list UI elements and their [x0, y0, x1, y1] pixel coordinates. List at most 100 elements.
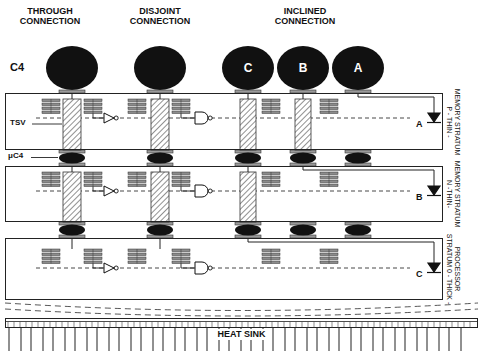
stack-part: [427, 113, 441, 123]
heat-sink-base: [206, 322, 207, 328]
stratum-circuit: [36, 166, 441, 222]
heat-sink-base: [380, 322, 381, 328]
bump-shape: [332, 46, 384, 90]
heat-sink-base: [308, 322, 309, 328]
tsv-label: TSV: [10, 119, 26, 128]
heat-sink-base: [122, 322, 123, 328]
heat-sink-base: [200, 322, 201, 328]
micro-bump: [59, 153, 371, 164]
heat-sink-base: [188, 322, 189, 328]
heat-sink-fin: [75, 328, 87, 351]
bump-letter: C: [244, 61, 253, 75]
stack-part: [5, 303, 478, 311]
heat-sink-fin: [97, 328, 109, 351]
heat-sink-fin: [339, 328, 351, 351]
heat-sink-base: [374, 322, 375, 328]
heat-sink-label: HEAT SINK: [214, 329, 270, 340]
heat-sink-base: [212, 322, 213, 328]
column-heading: INCLINED CONNECTION: [263, 7, 347, 27]
heat-sink-fin: [141, 328, 153, 351]
heat-sink-base: [446, 322, 447, 328]
heat-sink-base: [218, 322, 219, 328]
stack-part: [46, 46, 98, 90]
heat-sink-fin: [317, 328, 329, 351]
stack-part: [134, 46, 186, 90]
heat-sink-base: [314, 322, 315, 328]
heat-sink-base: [398, 322, 399, 328]
heat-sink-base: [20, 322, 21, 328]
heat-sink-base: [230, 322, 231, 328]
heat-sink-base: [404, 322, 405, 328]
heat-sink-base: [194, 322, 195, 328]
stratum-label: MEMORY STRATUM N -THIN-: [445, 158, 461, 230]
heat-sink-base: [248, 322, 249, 328]
bump-letter: B: [299, 61, 308, 75]
heat-sink-base: [458, 322, 459, 328]
heat-sink-base: [8, 322, 9, 328]
heat-sink-base: [158, 322, 159, 328]
heat-sink-base: [266, 322, 267, 328]
stack-part: [63, 99, 81, 150]
stratum-label: MEMORY STRATUM P - THIN -: [445, 86, 461, 158]
heat-sink-base: [356, 322, 357, 328]
heat-sink-base: [434, 322, 435, 328]
heat-sink-base: [116, 322, 117, 328]
heat-sink-base: [146, 322, 147, 328]
heat-sink-base: [470, 322, 471, 328]
heat-sink-base: [422, 322, 423, 328]
heat-sink-base: [344, 322, 345, 328]
heat-sink-fin: [295, 328, 307, 351]
heat-sink-base: [416, 322, 417, 328]
heat-sink-base: [38, 322, 39, 328]
bond-pad: [59, 150, 371, 153]
stratum-label: PROCESSOR STRATUM 0 - THICK -: [445, 233, 461, 305]
heat-sink-fin: [361, 328, 373, 351]
heat-sink-base: [32, 322, 33, 328]
heat-sink-base: [128, 322, 129, 328]
stack-part: [5, 309, 478, 316]
heat-sink-base: [368, 322, 369, 328]
heat-sink-base: [440, 322, 441, 328]
stack-part: [151, 172, 169, 222]
heat-sink-base: [362, 322, 363, 328]
heat-sink-fin: [185, 328, 197, 351]
heat-sink-fin: [53, 328, 65, 351]
heat-sink-base: [260, 322, 261, 328]
heat-sink-fin: [427, 328, 439, 351]
heat-sink-base: [392, 322, 393, 328]
stratum-circuit: [36, 238, 441, 274]
memory-stratum: MEMORY STRATUM N -THIN-: [5, 166, 443, 222]
microbump-label: μC4: [8, 152, 23, 161]
heat-sink-fin: [119, 328, 131, 351]
heat-sink-base: [86, 322, 87, 328]
c4-bump: [46, 46, 186, 90]
heat-sink-fin: [9, 328, 21, 351]
heat-sink-base: [110, 322, 111, 328]
bump-letter: A: [354, 61, 363, 75]
heat-sink-base: [410, 322, 411, 328]
column-heading: THROUGH CONNECTION: [8, 7, 92, 27]
heat-sink-fin: [163, 328, 175, 351]
stack-part: [72, 166, 434, 186]
bump-label: C4: [10, 61, 24, 73]
stack-part: [36, 99, 410, 124]
diode-label: A: [416, 120, 423, 130]
heat-sink-base: [254, 322, 255, 328]
heat-sink-base: [296, 322, 297, 328]
c4-bump: A: [332, 46, 384, 90]
heat-sink-base: [5, 321, 478, 322]
heat-sink-base: [224, 322, 225, 328]
c4-bump: B: [277, 46, 329, 90]
stack-part: [427, 263, 441, 273]
heat-sink-base: [464, 322, 465, 328]
heat-sink-base: [386, 322, 387, 328]
heat-sink-base: [170, 322, 171, 328]
stack-part: [240, 172, 256, 222]
heat-sink-fin: [273, 328, 285, 351]
heat-sink-base: [62, 322, 63, 328]
heat-sink-base: [152, 322, 153, 328]
diode-label: C: [416, 270, 423, 280]
heat-sink-base: [134, 322, 135, 328]
stack-part: [240, 99, 256, 150]
heat-sink-base: [74, 322, 75, 328]
